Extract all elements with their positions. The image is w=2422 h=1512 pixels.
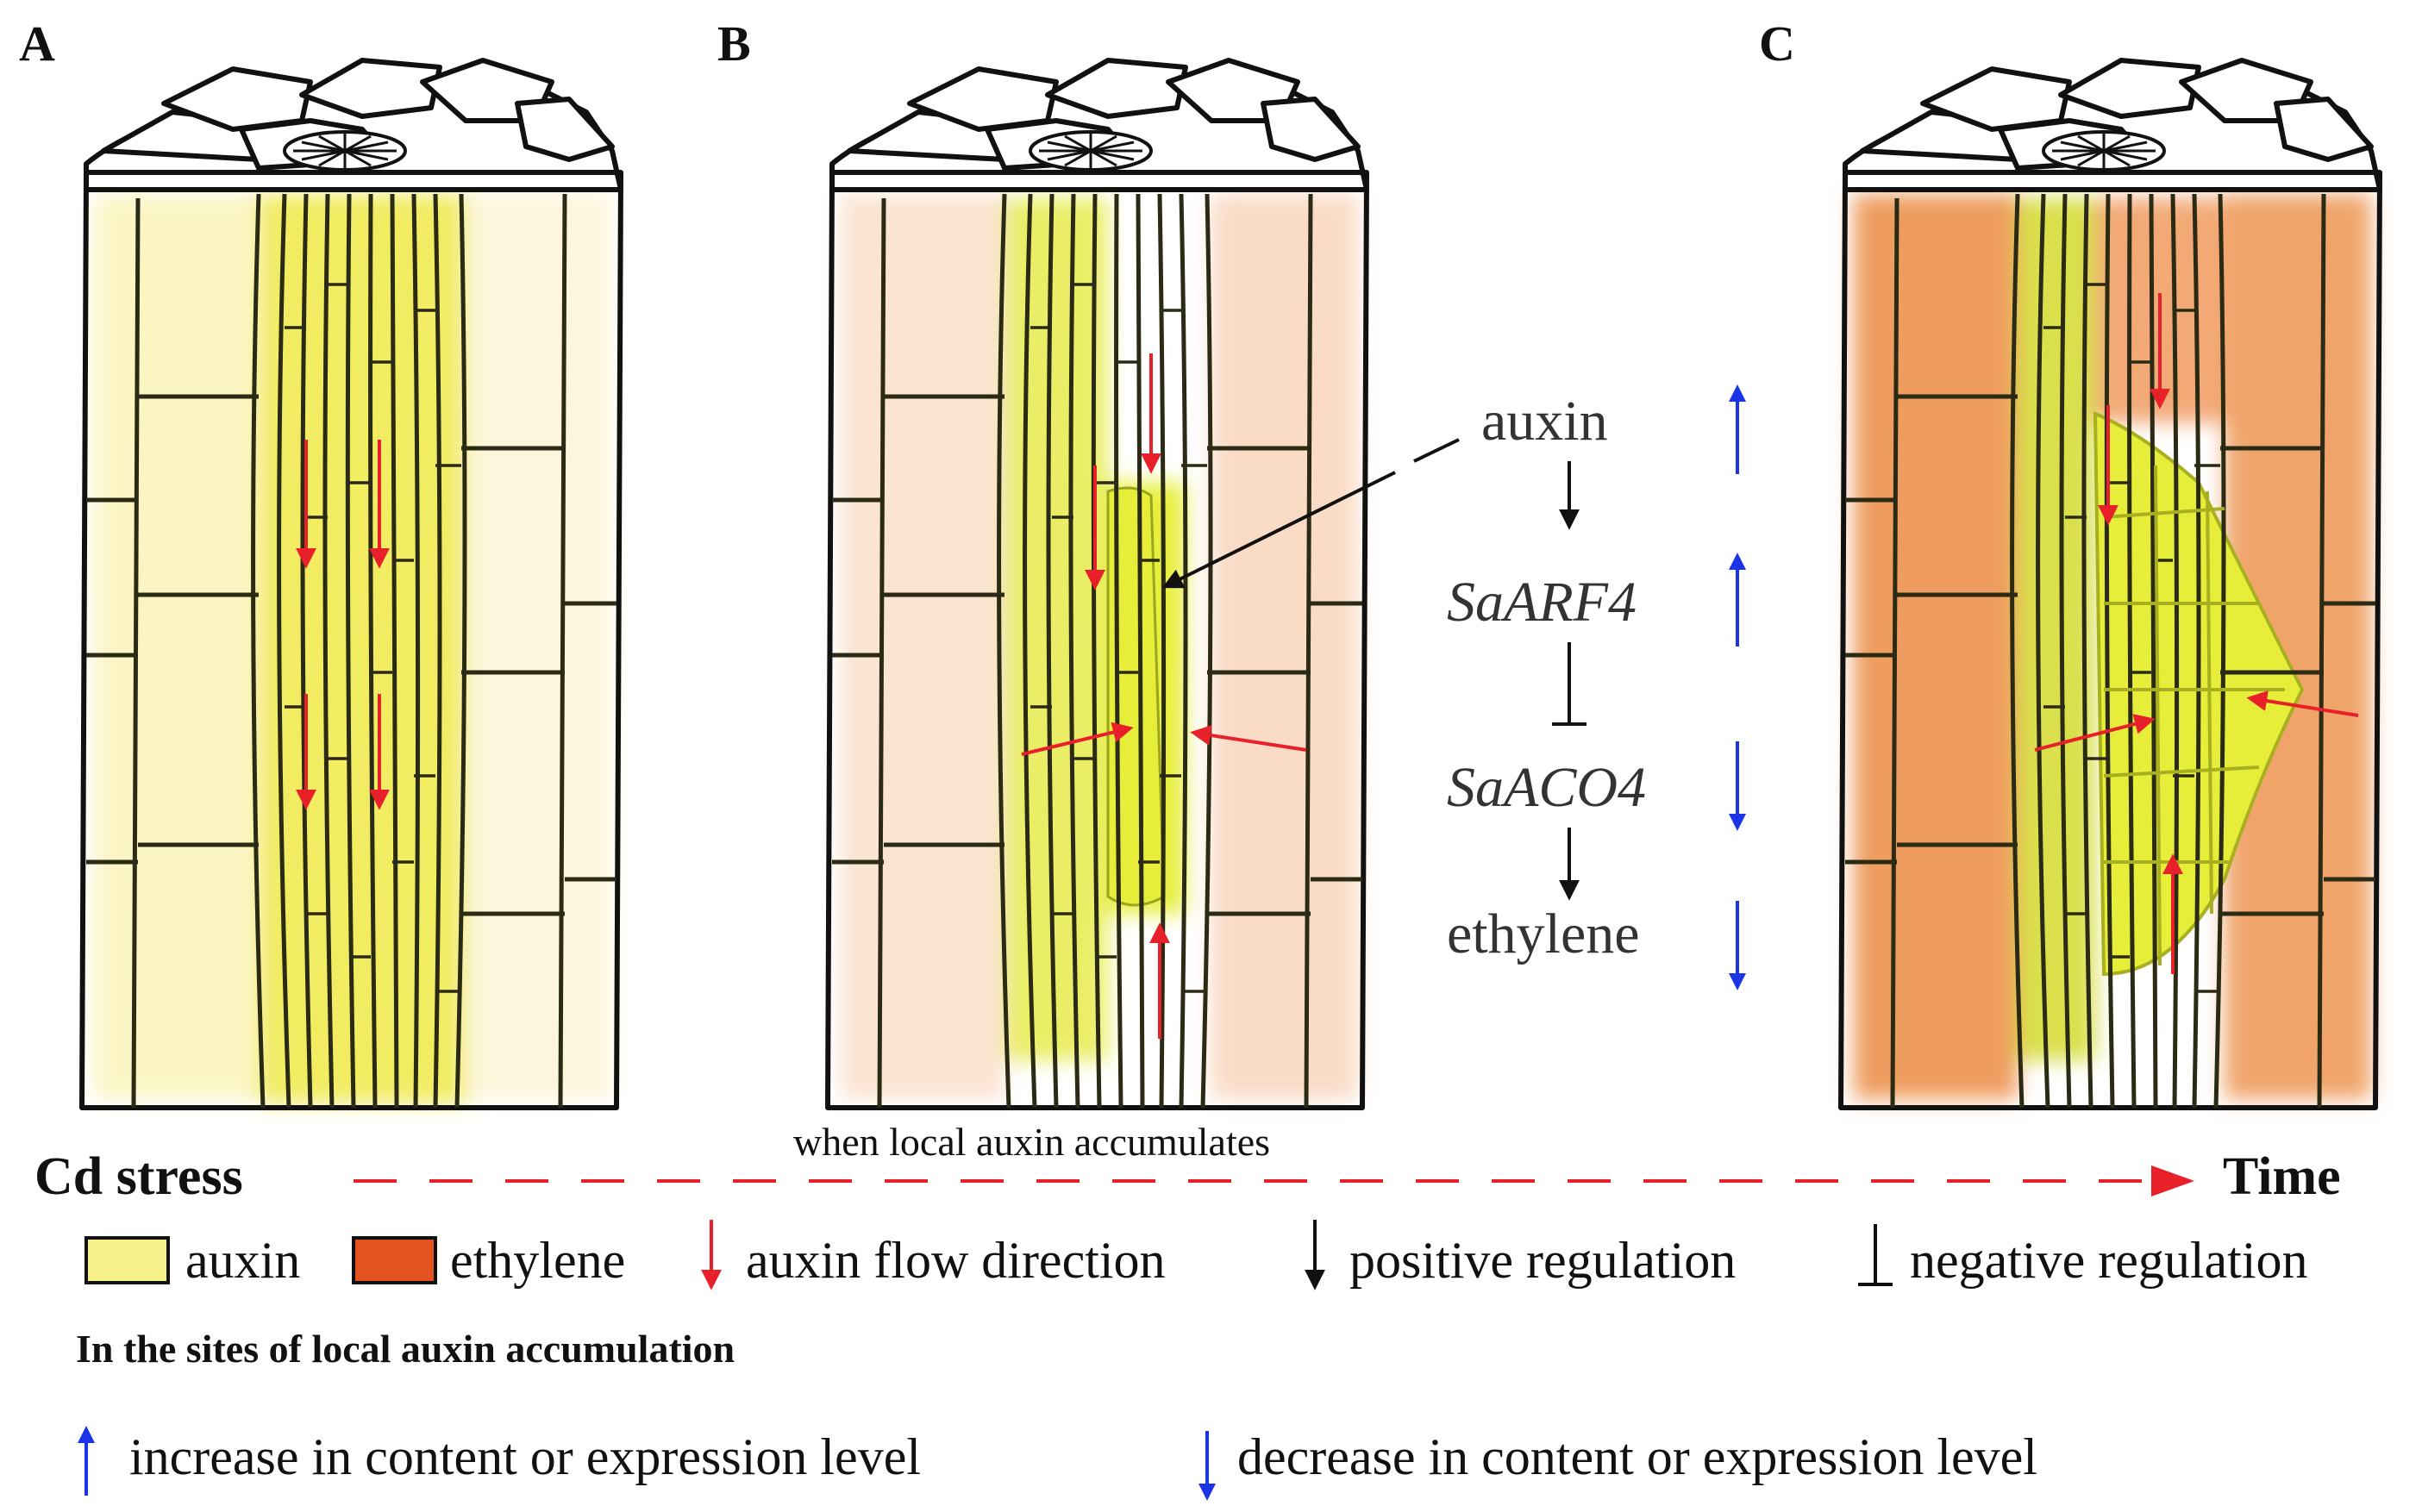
panel-b-caption: when local auxin accumulates (793, 1120, 1270, 1164)
panel-c: C (1759, 16, 2380, 1108)
legend-sites-heading: In the sites of local auxin accumulation (76, 1327, 735, 1371)
panel-b-letter: B (717, 16, 751, 72)
pathway-ethylene-label: ethylene (1447, 903, 1640, 965)
flow-arrow (1190, 725, 1307, 752)
panel-a-fills (95, 194, 612, 1103)
pathway-saaco4-label: SaACO4 (1447, 756, 1646, 819)
legend-increase-label: increase in content or expression level (129, 1428, 921, 1485)
timeline-end-label: Time (2223, 1147, 2341, 1206)
flow-arrow (1021, 722, 1134, 756)
timeline-arrowhead (2151, 1165, 2194, 1196)
pointer-arrow (1161, 471, 1396, 589)
ethylene-swatch (352, 1236, 437, 1284)
legend: auxin ethylene auxin flow direction posi… (76, 1220, 2307, 1501)
panel-c-accumulation-cells (2103, 465, 2285, 966)
panel-a-flow-arrows (296, 440, 390, 810)
panel-c-flow-arrows (2034, 293, 2359, 974)
timeline: Cd stress Time (34, 1147, 2341, 1206)
pathway: auxin SaARF4 SaACO4 ethylene (1447, 384, 1746, 990)
pathway-auxin-label: auxin (1481, 390, 1608, 453)
pointer-dash (1413, 438, 1460, 463)
legend-ethylene-label: ethylene (450, 1232, 625, 1289)
timeline-start-label: Cd stress (34, 1147, 243, 1206)
legend-auxin-label: auxin (185, 1232, 300, 1289)
legend-flow-label: auxin flow direction (746, 1232, 1166, 1289)
panel-a-letter: A (19, 16, 55, 72)
panel-c-fills (1854, 194, 2371, 1099)
pathway-saarf4-label: SaARF4 (1447, 571, 1637, 634)
legend-positive-label: positive regulation (1349, 1232, 1736, 1289)
negative-regulation-icon (1858, 1224, 1893, 1286)
auxin-swatch (84, 1236, 170, 1284)
legend-decrease-label: decrease in content or expression level (1237, 1428, 2037, 1485)
panel-b-flow-arrows (1021, 353, 1307, 1039)
panel-b-fills (841, 194, 1358, 1099)
panel-b: B when local auxin accumulates (717, 16, 1367, 1164)
legend-negative-label: negative regulation (1910, 1232, 2307, 1289)
flow-arrow (2034, 714, 2156, 752)
negative-regulation-bar (1552, 642, 1587, 726)
panel-c-letter: C (1759, 16, 1795, 72)
panel-a: A (19, 16, 621, 1108)
flow-arrow (2246, 690, 2359, 717)
